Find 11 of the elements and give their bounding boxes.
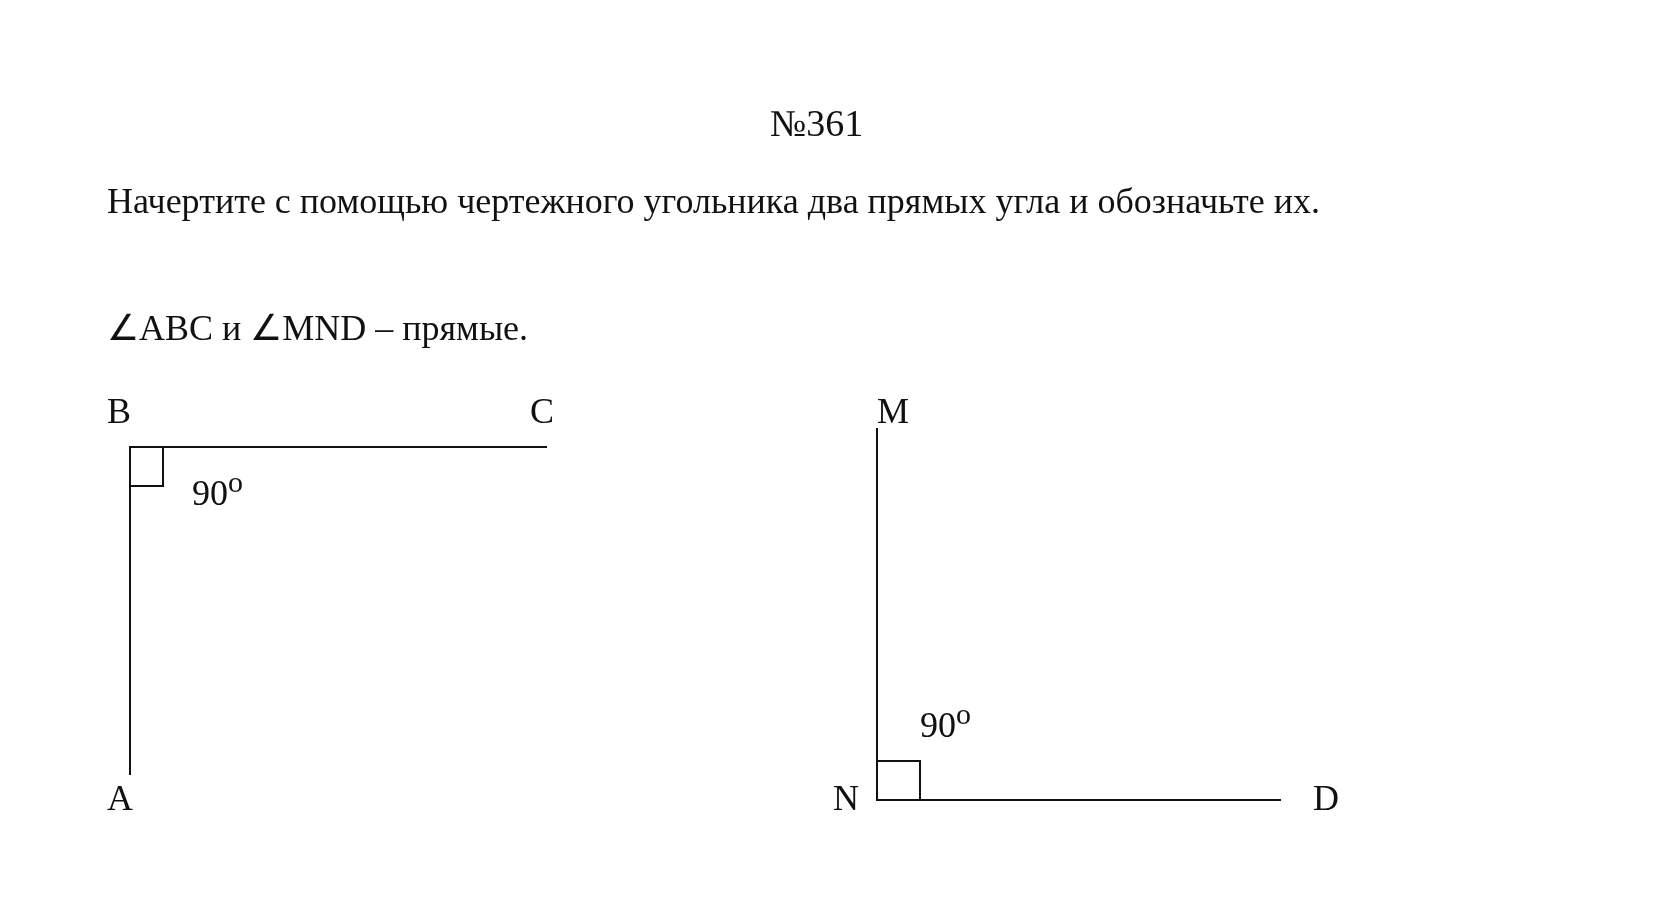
point-label: A [107,777,133,820]
task-text: Начертите с помощью чертежного угольника два прямых угла и обозначьте их. [107,180,1321,223]
angle-label: 90$^{o}$ [192,464,243,515]
angle-label: 90$^{o}$ [920,696,971,747]
point-label: N [833,777,859,820]
exercise-number: №361 [770,101,864,146]
point-label: C [530,390,554,433]
point-label: M [877,390,909,433]
point-label: B [107,390,131,433]
answer-text: ∠ABC и ∠MND – прямые. [107,307,529,350]
point-label: D [1313,777,1339,820]
